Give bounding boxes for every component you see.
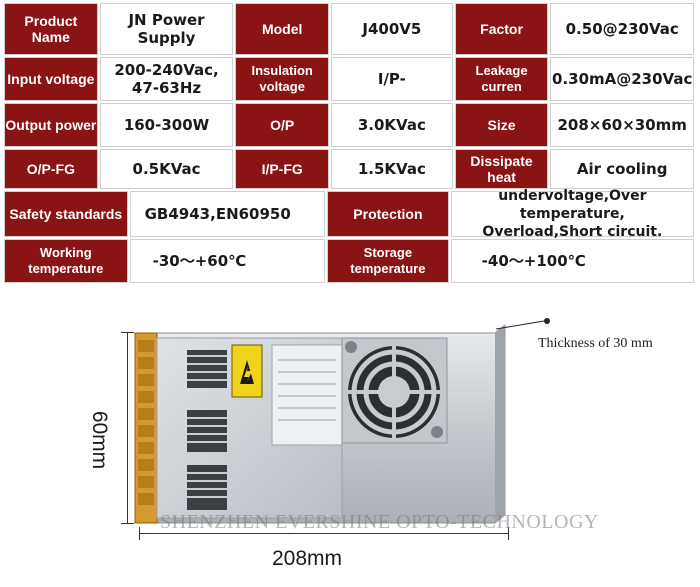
spec-value: 160-300W	[99, 103, 234, 147]
spec-label: Output power	[4, 103, 98, 147]
watermark: SHENZHEN EVERSHINE OPTO-TECHNOLOGY	[160, 511, 599, 533]
height-label: 60mm	[88, 410, 112, 470]
spec-label: Storage temperature	[327, 239, 449, 283]
spec-label: Insulation voltage	[235, 57, 330, 101]
spec-value: 3.0KVac	[331, 103, 453, 147]
spec-label: Input voltage	[4, 57, 98, 101]
spec-value: JN Power Supply	[99, 3, 234, 55]
spec-label: Factor	[454, 3, 549, 55]
spec-value: -30～+60℃	[129, 239, 326, 283]
spec-value: undervoltage,Over temperature, Overload,…	[450, 188, 694, 240]
thickness-label: Thickness of 30 mm	[538, 336, 653, 351]
spec-value: 0.50@230Vac	[550, 3, 694, 55]
spec-label: Product Name	[4, 3, 98, 55]
spec-label: Protection	[327, 191, 449, 237]
spec-value: I/P-	[331, 57, 453, 101]
spec-label: Safety standards	[4, 191, 128, 237]
spec-value: J400V5	[331, 3, 453, 55]
width-label: 208mm	[272, 547, 343, 570]
spec-row: Working temperature -30～+60℃ Storage tem…	[4, 239, 696, 283]
spec-value: GB4943,EN60950	[129, 191, 326, 237]
spec-label: O/P	[235, 103, 330, 147]
spec-label: Working temperature	[4, 239, 128, 283]
spec-row: Product Name JN Power Supply Model J400V…	[4, 3, 696, 55]
spec-value: 0.30mA@230Vac	[550, 57, 694, 101]
spec-label: Size	[454, 103, 549, 147]
spec-value: 208×60×30mm	[550, 103, 694, 147]
spec-value: 1.5KVac	[331, 149, 453, 189]
spec-value: 0.5KVac	[99, 149, 234, 189]
spec-value: -40～+100℃	[450, 239, 694, 283]
spec-row: O/P-FG 0.5KVac I/P-FG 1.5KVac Dissipate …	[4, 149, 696, 189]
spec-row: Safety standards GB4943,EN60950 Protecti…	[4, 188, 696, 240]
spec-row: Output power 160-300W O/P 3.0KVac Size 2…	[4, 103, 696, 147]
spec-label: Model	[235, 3, 330, 55]
spec-label: Leakage curren	[454, 57, 549, 101]
width-dimension-line	[139, 527, 509, 540]
spec-row: Input voltage 200-240Vac, 47-63Hz Insula…	[4, 57, 696, 101]
spec-label: O/P-FG	[4, 149, 98, 189]
spec-value: 200-240Vac, 47-63Hz	[99, 57, 234, 101]
spec-value: Air cooling	[550, 149, 694, 189]
spec-label: Dissipate heat	[454, 149, 549, 189]
spec-label: I/P-FG	[235, 149, 330, 189]
height-dimension-line	[121, 332, 134, 524]
